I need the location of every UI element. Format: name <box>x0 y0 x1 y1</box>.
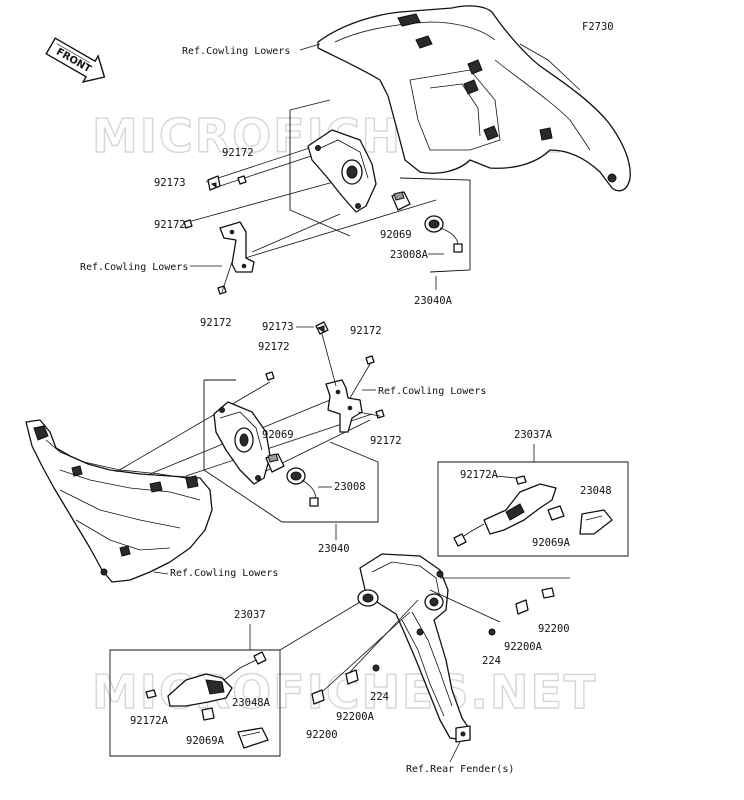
right-rear-turn-signal <box>453 475 613 547</box>
label-92172: 92172 <box>154 219 186 231</box>
label-23040: 23040 <box>318 543 350 555</box>
label-23048A: 23048A <box>232 697 271 709</box>
label-23037: 23037 <box>234 609 266 621</box>
label-224: 224 <box>370 691 389 703</box>
ref-rear-fender: Ref.Rear Fender(s) <box>406 764 514 775</box>
label-92172: 92172 <box>370 435 402 447</box>
label-92200A: 92200A <box>504 641 543 653</box>
upper-bulb <box>391 191 411 211</box>
label-92172: 92172 <box>222 147 254 159</box>
lower-left-signal-housing <box>213 401 271 485</box>
middle-socket <box>286 467 319 507</box>
upper-fasteners <box>183 175 247 295</box>
ref-cowling-lowers: Ref.Cowling Lowers <box>170 568 278 579</box>
upper-socket <box>424 215 463 253</box>
ref-cowling-lowers: Ref.Cowling Lowers <box>182 46 290 57</box>
rear-fasteners <box>311 577 570 705</box>
label-92172: 92172 <box>258 341 290 353</box>
label-23037A: 23037A <box>514 429 553 441</box>
label-224: 224 <box>482 655 501 667</box>
label-92069A: 92069A <box>532 537 571 549</box>
middle-bracket <box>325 379 363 433</box>
ref-cowling-lowers: Ref.Cowling Lowers <box>80 262 188 273</box>
label-92200: 92200 <box>538 623 570 635</box>
upper-signal-housing <box>307 129 377 213</box>
label-92173: 92173 <box>262 321 294 333</box>
rear-fender-bracket <box>357 553 471 743</box>
label-92069: 92069 <box>262 429 294 441</box>
label-92172: 92172 <box>200 317 232 329</box>
right-cowling-lower <box>317 5 631 192</box>
figure-code: F2730 <box>582 21 614 33</box>
ref-cowling-lowers: Ref.Cowling Lowers <box>378 386 486 397</box>
middle-fasteners <box>265 321 385 419</box>
label-92200A: 92200A <box>336 711 375 723</box>
left-cowling-lower <box>25 419 213 583</box>
middle-bulb <box>265 453 285 473</box>
label-92069: 92069 <box>380 229 412 241</box>
label-92069A: 92069A <box>186 735 225 747</box>
upper-bracket <box>219 221 255 273</box>
label-23008A: 23008A <box>390 249 429 261</box>
front-arrow-icon: FRONT <box>45 37 106 84</box>
left-rear-turn-signal <box>145 651 269 749</box>
label-23008: 23008 <box>334 481 366 493</box>
label-92173: 92173 <box>154 177 186 189</box>
label-23040A: 23040A <box>414 295 453 307</box>
label-23048: 23048 <box>580 485 612 497</box>
label-92172: 92172 <box>350 325 382 337</box>
label-92200: 92200 <box>306 729 338 741</box>
label-92172A: 92172A <box>130 715 169 727</box>
label-92172A: 92172A <box>460 469 499 481</box>
